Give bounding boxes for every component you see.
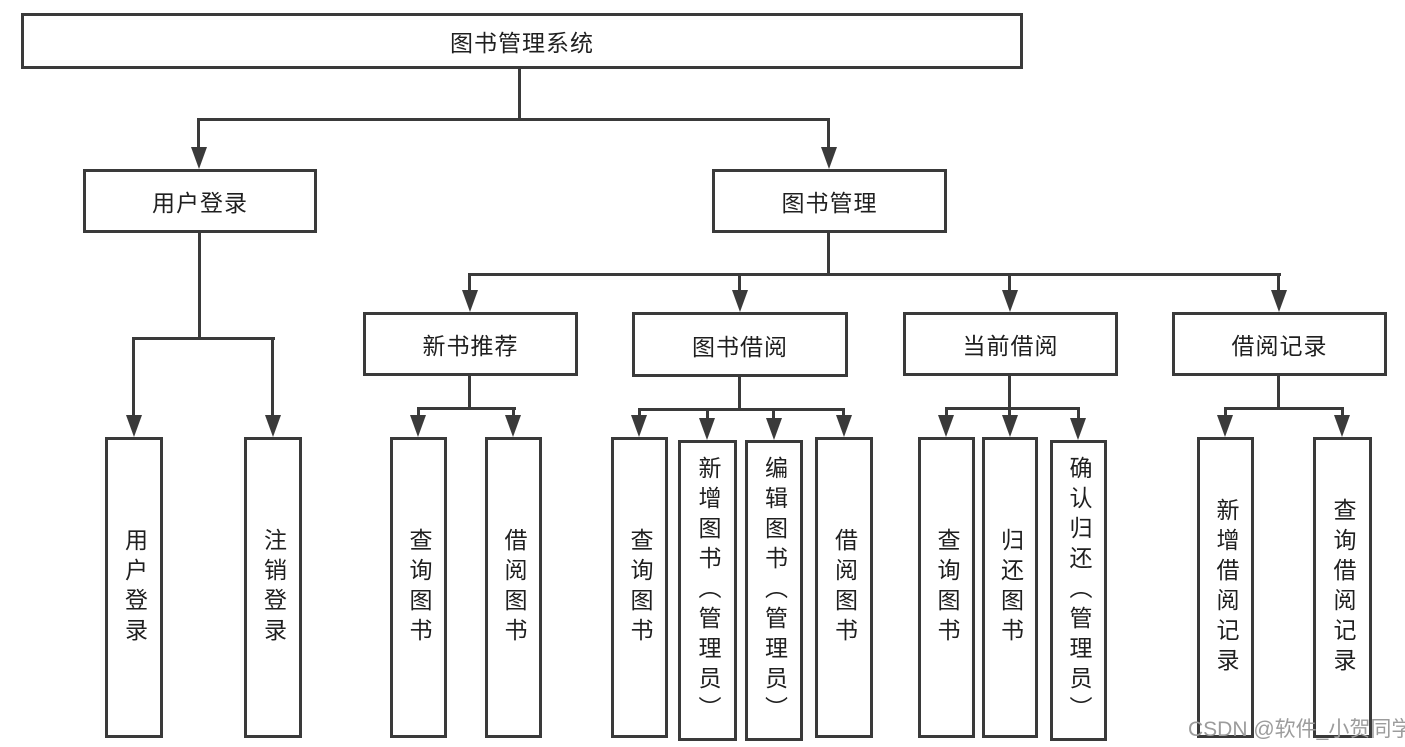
- node-leaf-cb-query-book: 查询图书: [918, 437, 975, 738]
- connector-book-management-crossbar: [468, 273, 1281, 276]
- node-leaf-cb-confirm-return-label: 确认归还（管理员）: [1066, 455, 1092, 726]
- arrowhead-down-book-management: [821, 147, 837, 169]
- node-leaf-bb-edit-book-label: 编辑图书（管理员）: [761, 455, 788, 726]
- arrowhead-down-cb-return-book: [1002, 415, 1018, 437]
- arrowhead-down-bb-edit-book: [766, 418, 782, 440]
- connector-new-book-recommend-crossbar: [417, 407, 516, 410]
- arrowhead-down-current-borrow: [1002, 290, 1018, 312]
- arrowhead-down-bb-add-book: [699, 418, 715, 440]
- node-user-login: 用户登录: [83, 169, 317, 233]
- node-current-borrow-label: 当前借阅: [962, 333, 1059, 359]
- node-leaf-cb-confirm-return: 确认归还（管理员）: [1050, 440, 1107, 741]
- connector-book-borrow-crossbar: [638, 408, 845, 411]
- connector-stem-borrow-record: [1277, 273, 1280, 292]
- node-leaf-bb-add-book: 新增图书（管理员）: [678, 440, 737, 741]
- node-leaf-bb-add-book-label: 新增图书（管理员）: [695, 455, 721, 726]
- connector-stem-bb-add-book: [706, 408, 709, 420]
- connector-stem-book-borrow: [738, 273, 741, 292]
- connector-stem-br-query-record: [1341, 407, 1344, 417]
- node-leaf-rec-borrow-book: 借阅图书: [485, 437, 542, 738]
- node-leaf-cb-return-book: 归还图书: [982, 437, 1038, 738]
- node-current-borrow: 当前借阅: [903, 312, 1118, 376]
- connector-stem-book-management: [827, 118, 830, 149]
- connector-stem-leaf-user-login: [132, 337, 135, 417]
- connector-stem-cb-query-book: [945, 407, 948, 417]
- connector-stem-current-borrow: [1008, 273, 1011, 292]
- node-leaf-br-add-record-label: 新增借阅记录: [1213, 497, 1239, 678]
- node-leaf-rec-query-book: 查询图书: [390, 437, 447, 738]
- node-leaf-br-query-record-label: 查询借阅记录: [1330, 497, 1356, 678]
- node-leaf-rec-borrow-book-label: 借阅图书: [501, 527, 527, 648]
- arrowhead-down-br-query-record: [1334, 415, 1350, 437]
- node-leaf-br-add-record: 新增借阅记录: [1197, 437, 1254, 738]
- connector-borrow-record-crossbar: [1224, 407, 1344, 410]
- arrowhead-down-bb-borrow-book: [836, 415, 852, 437]
- arrowhead-down-cb-confirm-return: [1070, 418, 1086, 440]
- arrowhead-down-leaf-logout: [265, 415, 281, 437]
- node-new-book-recommend-label: 新书推荐: [422, 333, 519, 359]
- arrowhead-down-rec-query-book: [410, 415, 426, 437]
- connector-stem-leaf-logout: [271, 337, 274, 417]
- node-book-borrow: 图书借阅: [632, 312, 848, 377]
- node-user-login-label: 用户登录: [152, 190, 248, 216]
- connector-stem-bb-edit-book: [772, 408, 775, 420]
- connector-stem-user-login: [197, 118, 200, 149]
- node-book-management: 图书管理: [712, 169, 947, 233]
- node-leaf-cb-return-book-label: 归还图书: [997, 527, 1024, 648]
- node-leaf-logout-label: 注销登录: [260, 527, 287, 648]
- node-leaf-bb-query-book-label: 查询图书: [627, 527, 653, 648]
- node-leaf-bb-query-book: 查询图书: [611, 437, 668, 738]
- connector-stem-br-add-record: [1224, 407, 1227, 417]
- connector-root-crossbar: [198, 118, 830, 121]
- node-leaf-rec-query-book-label: 查询图书: [406, 527, 432, 648]
- arrowhead-down-br-add-record: [1217, 415, 1233, 437]
- connector-new-book-recommend-trunk: [468, 375, 471, 409]
- node-leaf-bb-borrow-book-label: 借阅图书: [831, 527, 858, 648]
- connector-book-borrow-trunk: [738, 377, 741, 411]
- arrowhead-down-rec-borrow-book: [505, 415, 521, 437]
- node-leaf-user-login: 用户登录: [105, 437, 163, 738]
- connector-book-management-trunk: [827, 233, 830, 276]
- node-leaf-bb-borrow-book: 借阅图书: [815, 437, 873, 738]
- arrowhead-down-new-book-recommend: [462, 290, 478, 312]
- arrowhead-down-cb-query-book: [938, 415, 954, 437]
- arrowhead-down-borrow-record: [1271, 290, 1287, 312]
- arrowhead-down-leaf-user-login: [126, 415, 142, 437]
- arrowhead-down-bb-query-book: [631, 415, 647, 437]
- node-leaf-logout: 注销登录: [244, 437, 302, 738]
- node-leaf-bb-edit-book: 编辑图书（管理员）: [745, 440, 803, 741]
- connector-current-borrow-trunk: [1008, 375, 1011, 409]
- node-book-management-label: 图书管理: [781, 190, 878, 216]
- node-leaf-br-query-record: 查询借阅记录: [1313, 437, 1372, 738]
- connector-stem-new-book-recommend: [468, 273, 471, 292]
- node-leaf-cb-query-book-label: 查询图书: [934, 527, 960, 648]
- csdn-watermark: CSDN @软件_小贺同学: [1188, 718, 1405, 741]
- node-leaf-user-login-label: 用户登录: [121, 527, 148, 648]
- node-book-borrow-label: 图书借阅: [692, 333, 788, 360]
- connector-stem-rec-borrow-book: [512, 407, 515, 417]
- connector-stem-bb-query-book: [638, 408, 641, 417]
- node-borrow-record: 借阅记录: [1172, 312, 1387, 376]
- node-new-book-recommend: 新书推荐: [363, 312, 578, 376]
- arrowhead-down-book-borrow: [732, 290, 748, 312]
- node-root: 图书管理系统: [21, 13, 1023, 69]
- connector-stem-rec-query-book: [417, 407, 420, 417]
- connector-stem-bb-borrow-book: [842, 408, 845, 417]
- connector-current-borrow-crossbar: [945, 407, 1080, 410]
- connector-user-login-trunk: [198, 233, 201, 340]
- connector-stem-cb-return-book: [1008, 407, 1011, 417]
- connector-user-login-crossbar: [132, 337, 275, 340]
- connector-root-trunk: [518, 66, 521, 120]
- connector-stem-cb-confirm-return: [1077, 407, 1080, 420]
- arrowhead-down-user-login: [191, 147, 207, 169]
- connector-borrow-record-trunk: [1277, 375, 1280, 409]
- node-root-label: 图书管理系统: [450, 30, 594, 56]
- node-borrow-record-label: 借阅记录: [1231, 333, 1328, 359]
